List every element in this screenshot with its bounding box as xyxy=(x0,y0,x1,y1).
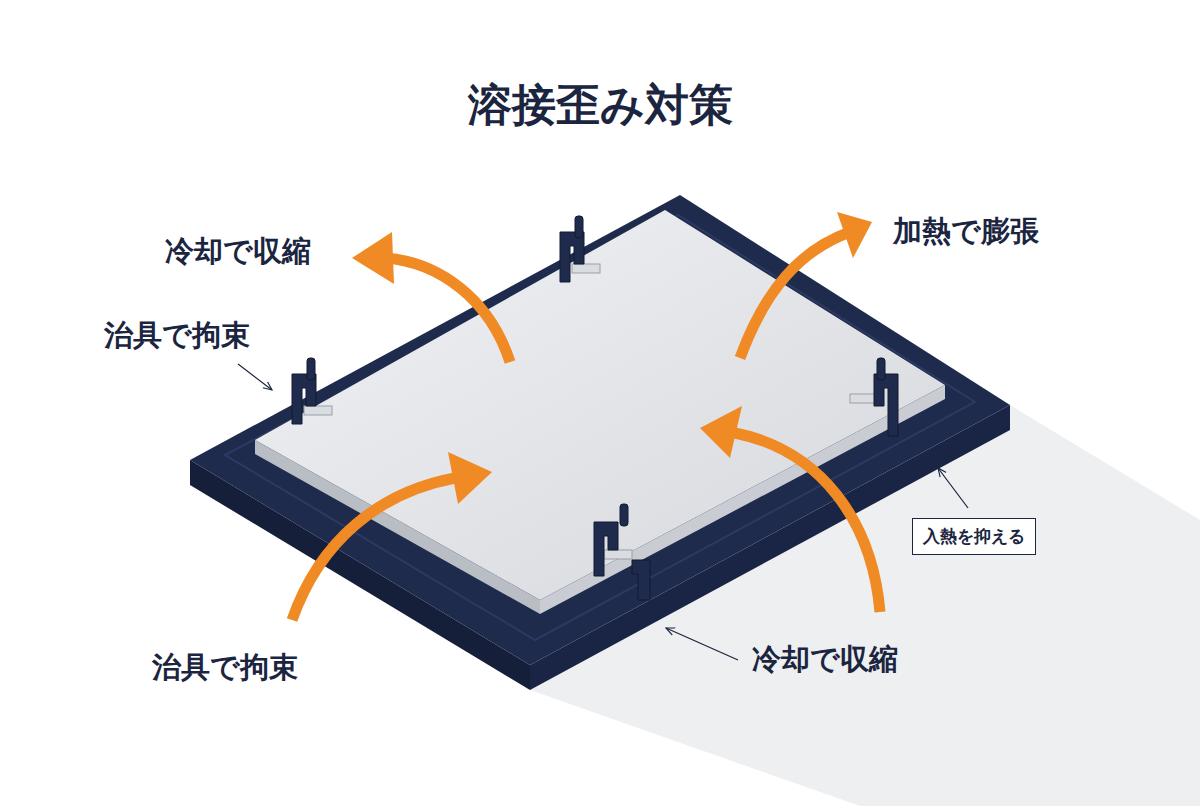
note-box: 入熱を抑える xyxy=(912,518,1036,555)
annotation-label: 冷却で収縮 xyxy=(165,232,311,272)
note-text: 入熱を抑える xyxy=(923,525,1025,548)
annotation-label: 治具で拘束 xyxy=(104,316,250,356)
title: 溶接歪み対策 xyxy=(468,76,733,135)
annotation-label: 治具で拘束 xyxy=(152,648,298,688)
annotation-label: 冷却で収縮 xyxy=(752,640,898,680)
annotation-label: 加熱で膨張 xyxy=(893,212,1039,252)
